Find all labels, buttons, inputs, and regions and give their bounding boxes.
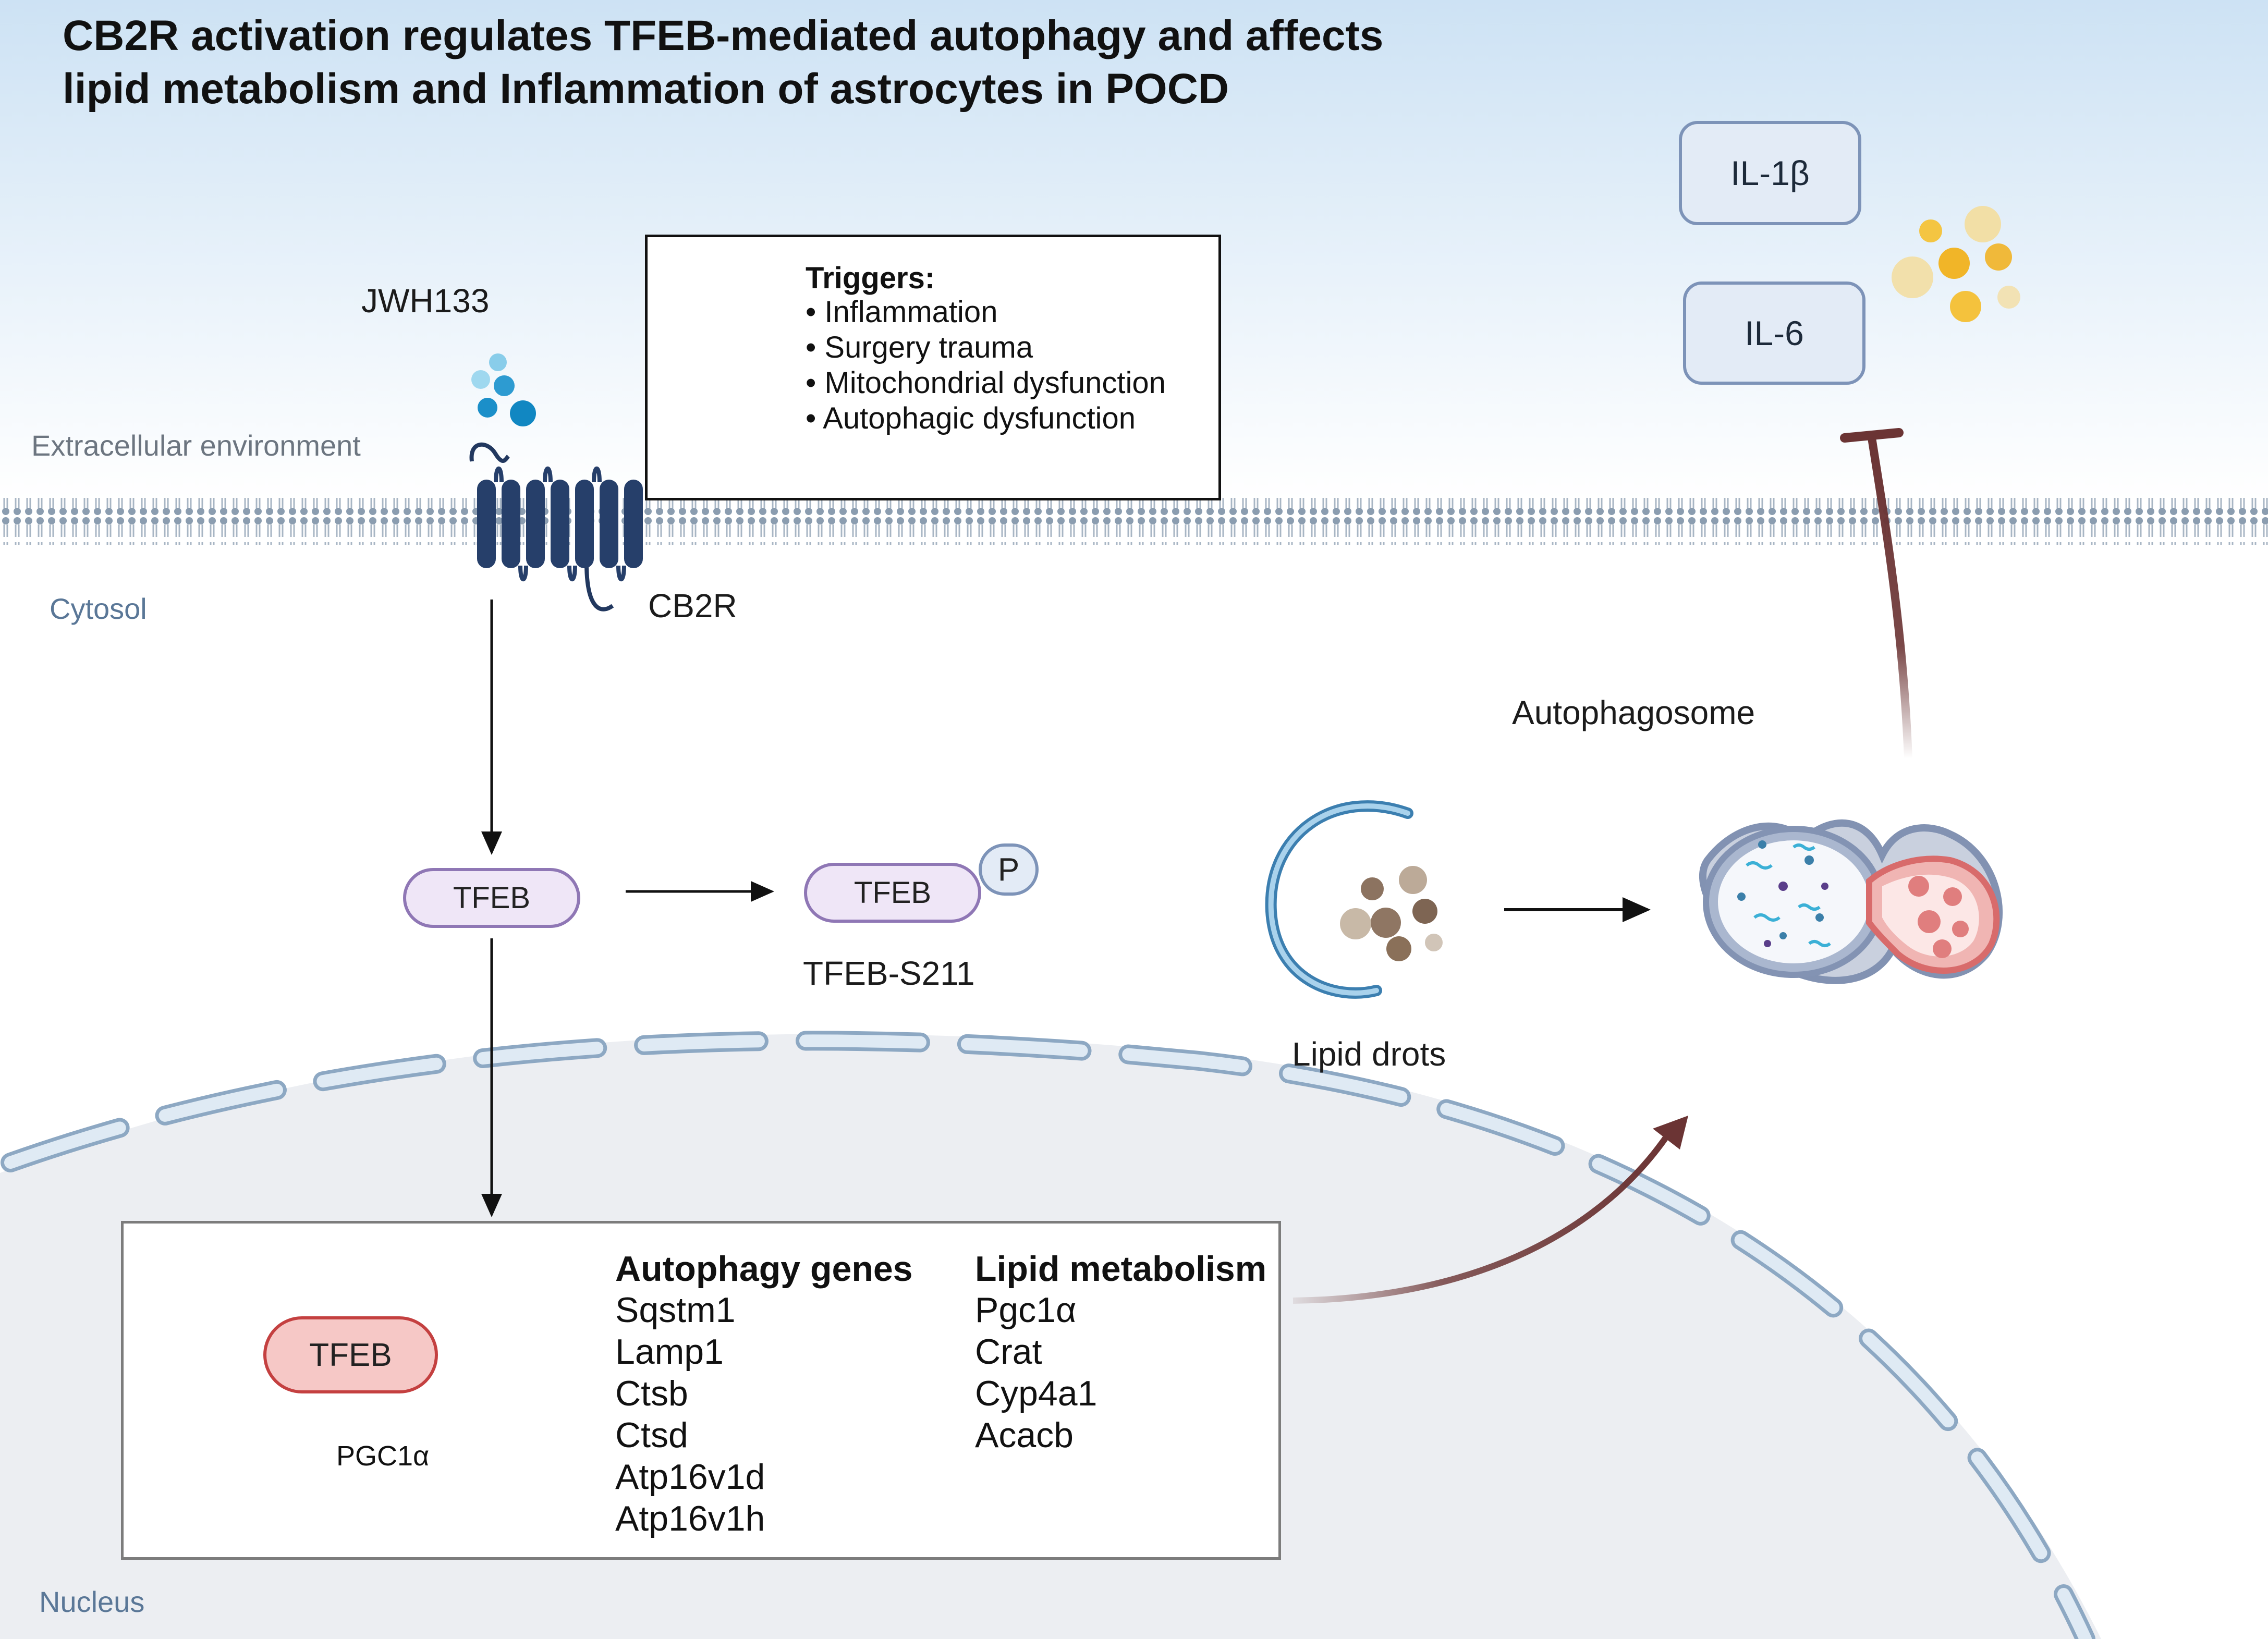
lipid-droplets-label: Lipid drots	[1292, 1035, 1446, 1073]
lipid-metabolism-title: Lipid metabolism	[975, 1249, 1267, 1289]
lipid-gene: Crat	[975, 1332, 1042, 1372]
figure-title: CB2R activation regulates TFEB-mediated …	[63, 9, 1383, 116]
cytokine-particles-icon	[1892, 206, 2020, 322]
cb2r-receptor-icon	[469, 442, 614, 611]
pgc1a-promoter-label: PGC1α	[336, 1440, 430, 1472]
jwh133-label: JWH133	[361, 282, 490, 320]
lipid-gene: Acacb	[975, 1415, 1074, 1455]
autophagy-gene: Atp16v1h	[615, 1499, 765, 1538]
autophagy-gene: Sqstm1	[615, 1290, 736, 1330]
title-line-2: lipid metabolism and Inflammation of ast…	[63, 65, 1229, 113]
phosphate-badge: P	[979, 843, 1039, 896]
lipid-gene: Cyp4a1	[975, 1374, 1098, 1413]
curved-arrowhead	[1653, 1116, 1688, 1149]
jwh133-ligand-icon	[471, 353, 536, 426]
tfeb-dna-bound: TFEB	[263, 1316, 438, 1393]
autophagy-gene: Lamp1	[615, 1332, 724, 1372]
region-label-extracellular: Extracellular environment	[31, 429, 361, 462]
cb2r-label: CB2R	[648, 587, 737, 625]
autophagosome-icon	[1699, 819, 2003, 984]
inhibition-arrow	[1868, 437, 1912, 759]
cb2r-helices	[477, 480, 643, 568]
trigger-item: • Inflammation	[806, 295, 998, 329]
tfeb-phospho-protein: TFEB	[804, 863, 981, 923]
region-label-nucleus: Nucleus	[39, 1585, 145, 1618]
autophagy-genes-title: Autophagy genes	[615, 1249, 913, 1289]
trigger-item: • Autophagic dysfunction	[806, 401, 1136, 435]
lipid-droplet-vesicle-icon	[1265, 800, 1443, 999]
title-line-1: CB2R activation regulates TFEB-mediated …	[63, 12, 1384, 59]
autophagy-gene: Atp16v1d	[615, 1457, 765, 1497]
triggers-box	[645, 235, 1221, 500]
arrow-genes-to-autophagosome	[1292, 1132, 1671, 1304]
inhibition-bar	[1840, 428, 1904, 443]
tfeb-protein: TFEB	[403, 868, 580, 928]
lipid-gene: Pgc1α	[975, 1290, 1077, 1330]
tfeb-s211-label: TFEB-S211	[803, 955, 975, 992]
plasma-membrane	[0, 498, 2268, 545]
autophagy-gene: Ctsb	[615, 1374, 688, 1413]
cytokine-il6: IL-6	[1683, 282, 1865, 385]
trigger-item: • Surgery trauma	[806, 331, 1033, 364]
trigger-item: • Mitochondrial dysfunction	[806, 366, 1166, 400]
autophagosome-label: Autophagosome	[1512, 694, 1755, 731]
region-label-cytosol: Cytosol	[50, 592, 147, 625]
autophagy-gene: Ctsd	[615, 1415, 688, 1455]
cytokine-il1b: IL-1β	[1679, 121, 1861, 225]
triggers-title: Triggers:	[806, 261, 935, 295]
